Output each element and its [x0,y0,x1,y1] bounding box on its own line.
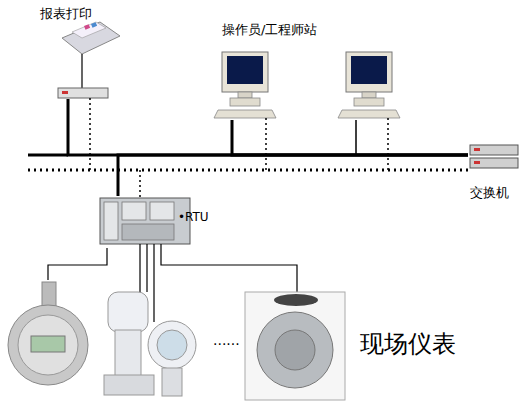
rtu-box [100,198,190,244]
rtu-module [122,202,146,220]
node-label: 报表打印 [40,6,118,22]
pressure-transmitter [108,292,148,332]
ellipsis-label: ...... [213,332,253,349]
transmitter-housing [8,305,88,385]
dotted-drop [139,170,141,198]
printer-cable [81,54,82,88]
drop-line [355,120,357,155]
station-node: 操作员/工程师站 [210,22,410,120]
network-cable [232,120,468,155]
node-label: 现场仪表 [360,330,475,359]
transmitter-body [115,330,141,378]
paper-color [91,22,97,28]
computer [214,52,276,118]
bus-stub [28,154,68,157]
dotted-drop [265,118,267,170]
switch-unit [470,158,518,168]
transmitter-face [18,315,78,375]
paper-color [84,24,90,30]
actuator-body [257,312,333,388]
network-cable [68,99,468,155]
rtu-module [104,202,118,240]
actuator-cover [275,330,315,370]
dotted-bus [28,169,468,172]
led [62,91,68,94]
switch-node: 交换机 [468,143,523,203]
rtu-module [150,202,174,220]
field-wire [139,244,140,292]
node-label: 操作员/工程师站 [222,22,402,38]
transmitter-neck [42,282,56,306]
printer-paper [72,22,106,38]
network-cable [118,155,468,196]
rtu-node: •RTU [98,196,223,248]
actuator-frame [245,292,345,400]
gauge-stem [162,368,182,396]
computer [338,52,400,118]
display [31,336,65,352]
node-label: 交换机 [470,185,523,201]
rtu-terminal [122,224,174,240]
gauge-display [157,330,187,360]
led [474,161,480,164]
field-wire [161,244,297,292]
field-wire [153,244,154,322]
dotted-drop [89,98,91,170]
printer-node: 报表打印 [38,6,118,99]
gauge-housing [148,321,196,369]
handwheel [274,294,318,306]
flange [104,375,154,395]
field-wire [146,244,147,292]
print-server [58,88,108,98]
field-node: 现场仪表 [5,280,475,408]
printer-body [62,22,120,54]
switch-unit [470,145,518,155]
node-label: •RTU [178,210,223,224]
dotted-drop [387,118,389,170]
led [474,148,480,151]
network-cable [48,248,107,280]
